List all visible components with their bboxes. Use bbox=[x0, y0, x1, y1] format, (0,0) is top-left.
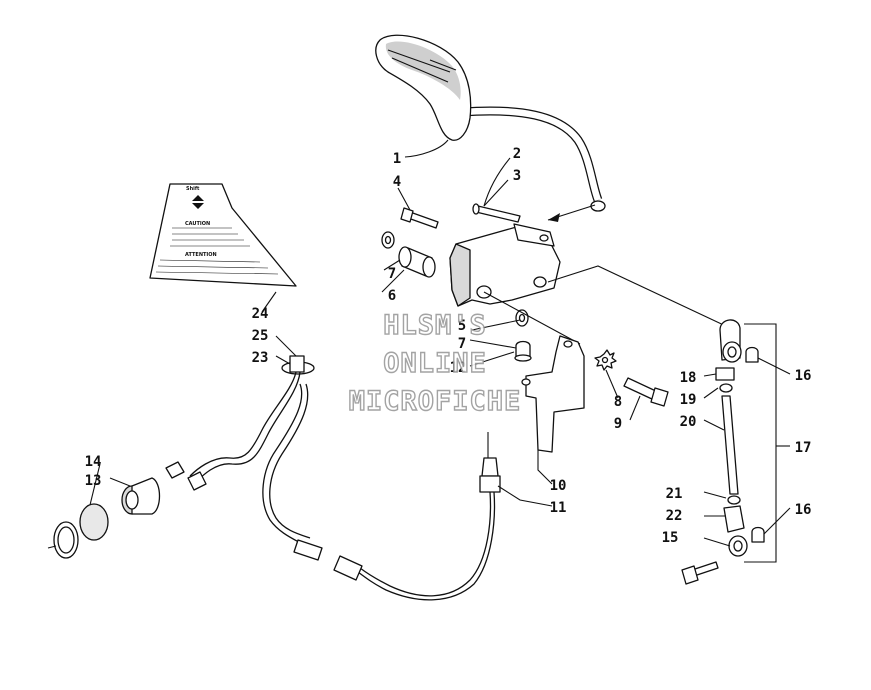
callout-labels: 1 2 3 4 5 6 7 7 8 9 10 11 12 13 14 15 16… bbox=[85, 146, 812, 546]
wire-harness bbox=[165, 371, 323, 561]
bushing-6 bbox=[398, 246, 436, 278]
wire-clamp bbox=[281, 355, 315, 375]
callout-16-top: 16 bbox=[795, 368, 812, 384]
callout-2: 2 bbox=[513, 146, 521, 162]
bolt-15 bbox=[681, 561, 719, 585]
callout-22: 22 bbox=[666, 508, 683, 524]
callout-1: 1 bbox=[393, 151, 401, 167]
callout-19: 19 bbox=[680, 392, 697, 408]
callout-3: 3 bbox=[513, 168, 521, 184]
pin-bolt bbox=[472, 203, 521, 223]
watermark: HLSM'S ONLINE MICROFICHE bbox=[348, 309, 522, 417]
decal-attention-heading: ATTENTION bbox=[185, 252, 217, 258]
callout-5: 5 bbox=[458, 318, 466, 334]
warning-decal: Shift CAUTION ATTENTION bbox=[149, 183, 297, 287]
callout-4: 4 bbox=[393, 174, 401, 190]
watermark-line-2: ONLINE bbox=[383, 348, 487, 379]
switch-bracket bbox=[521, 335, 585, 453]
shift-lever bbox=[375, 34, 606, 212]
callout-17: 17 bbox=[795, 440, 812, 456]
callout-7-bottom: 7 bbox=[458, 336, 466, 352]
neutral-switch bbox=[333, 457, 501, 601]
callout-16-bottom: 16 bbox=[795, 502, 812, 518]
decal-caution-heading: CAUTION bbox=[185, 221, 210, 227]
callout-21: 21 bbox=[666, 486, 683, 502]
tie-rod-assembly bbox=[715, 319, 777, 563]
washer-7-top bbox=[381, 231, 395, 249]
callout-25: 25 bbox=[252, 328, 269, 344]
callout-9: 9 bbox=[614, 416, 622, 432]
callout-20: 20 bbox=[680, 414, 697, 430]
callout-24: 24 bbox=[252, 306, 269, 322]
watermark-line-3: MICROFICHE bbox=[349, 386, 522, 417]
shift-bracket bbox=[449, 223, 561, 307]
callout-8: 8 bbox=[614, 394, 622, 410]
leader-lines bbox=[89, 139, 791, 547]
bolt-4 bbox=[400, 207, 439, 229]
indicator-bulb bbox=[514, 340, 532, 362]
bolt-9 bbox=[623, 377, 669, 407]
watermark-line-1: HLSM'S bbox=[383, 310, 487, 341]
callout-23: 23 bbox=[252, 350, 269, 366]
star-washer bbox=[594, 349, 617, 371]
bracket-leaders bbox=[483, 265, 731, 345]
connector-13 bbox=[121, 477, 161, 515]
callout-13: 13 bbox=[85, 473, 102, 489]
pivot-arrow bbox=[547, 204, 596, 222]
callout-18: 18 bbox=[680, 370, 697, 386]
decal-top-text: Shift bbox=[186, 186, 200, 192]
retaining-ring-14 bbox=[47, 503, 109, 559]
callout-12: 12 bbox=[450, 360, 467, 376]
callout-15: 15 bbox=[662, 530, 679, 546]
callout-11: 11 bbox=[550, 500, 567, 516]
callout-10: 10 bbox=[550, 478, 567, 494]
callout-14: 14 bbox=[85, 454, 102, 470]
callout-6: 6 bbox=[388, 288, 396, 304]
callout-7-top: 7 bbox=[388, 266, 396, 282]
